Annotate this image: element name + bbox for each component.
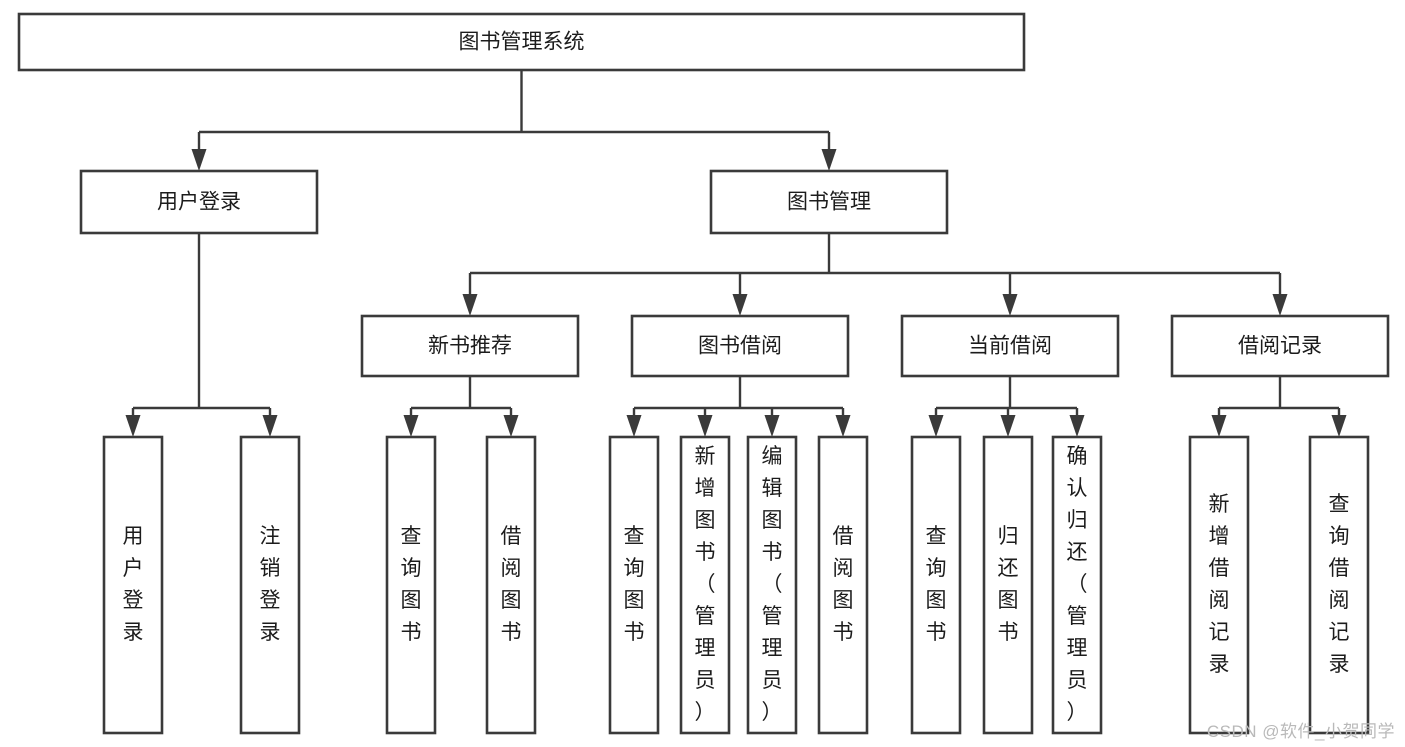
node-label-user-login: 用户登录 (157, 191, 241, 214)
node-label-leaf-confirm-return: 确认归还（管理员） (1067, 445, 1088, 724)
node-label-leaf-add-book: 新增图书（管理员） (695, 445, 716, 724)
node-box-leaf-borrow-book-1 (485, 435, 537, 735)
node-borrow-record[interactable]: 借阅记录 (1170, 314, 1390, 378)
node-leaf-borrow-book-2[interactable]: 借阅图书 (817, 435, 869, 735)
node-box-book-manage (709, 169, 949, 235)
node-root[interactable]: 图书管理系统 (17, 12, 1026, 72)
node-label-borrow-record: 借阅记录 (1238, 335, 1322, 358)
node-label-leaf-query-book-2: 查询图书 (624, 525, 645, 644)
node-label-current-borrow: 当前借阅 (968, 335, 1052, 358)
node-leaf-add-record[interactable]: 新增借阅记录 (1188, 435, 1250, 735)
node-label-leaf-query-book-1: 查询图书 (401, 525, 422, 644)
node-box-leaf-query-record (1308, 435, 1370, 735)
node-box-leaf-query-book-2 (608, 435, 660, 735)
node-leaf-borrow-book-1[interactable]: 借阅图书 (485, 435, 537, 735)
node-leaf-query-record[interactable]: 查询借阅记录 (1308, 435, 1370, 735)
node-layer: 图书管理系统用户登录图书管理新书推荐图书借阅当前借阅借阅记录用户登录注销登录查询… (17, 12, 1390, 735)
connector-group-borrow-record (1211, 376, 1347, 437)
node-label-leaf-borrow-book-1: 借阅图书 (501, 525, 522, 644)
node-label-leaf-logout: 注销登录 (260, 525, 281, 644)
node-label-new-book-rec: 新书推荐 (428, 335, 512, 358)
node-new-book-rec[interactable]: 新书推荐 (360, 314, 580, 378)
node-label-leaf-borrow-book-2: 借阅图书 (833, 525, 854, 644)
connector-group-book-borrow (626, 376, 851, 437)
node-box-user-login (79, 169, 319, 235)
connector-group-new-book-rec (403, 376, 519, 437)
node-box-leaf-edit-book (746, 435, 798, 735)
node-label-leaf-query-book-3: 查询图书 (926, 525, 947, 644)
node-user-login[interactable]: 用户登录 (79, 169, 319, 235)
node-leaf-add-book[interactable]: 新增图书（管理员） (679, 435, 731, 735)
node-box-leaf-return-book (982, 435, 1034, 735)
node-leaf-query-book-3[interactable]: 查询图书 (910, 435, 962, 735)
connector-group-user-login (125, 233, 278, 437)
node-leaf-return-book[interactable]: 归还图书 (982, 435, 1034, 735)
node-box-leaf-add-record (1188, 435, 1250, 735)
node-box-leaf-borrow-book-2 (817, 435, 869, 735)
connector-group-root (191, 70, 837, 171)
watermark-text: CSDN @软件_小贺同学 (1206, 722, 1395, 741)
node-label-leaf-return-book: 归还图书 (998, 525, 1019, 644)
node-label-leaf-query-record: 查询借阅记录 (1329, 493, 1350, 676)
node-leaf-user-login[interactable]: 用户登录 (102, 435, 164, 735)
node-book-borrow[interactable]: 图书借阅 (630, 314, 850, 378)
node-box-new-book-rec (360, 314, 580, 378)
node-book-manage[interactable]: 图书管理 (709, 169, 949, 235)
node-box-leaf-add-book (679, 435, 731, 735)
node-label-root: 图书管理系统 (459, 31, 585, 54)
node-label-leaf-edit-book: 编辑图书（管理员） (762, 445, 783, 724)
node-label-book-borrow: 图书借阅 (698, 335, 782, 358)
node-box-current-borrow (900, 314, 1120, 378)
node-label-book-manage: 图书管理 (787, 191, 871, 214)
node-leaf-query-book-1[interactable]: 查询图书 (385, 435, 437, 735)
node-box-leaf-user-login (102, 435, 164, 735)
node-leaf-confirm-return[interactable]: 确认归还（管理员） (1051, 435, 1103, 735)
node-leaf-logout[interactable]: 注销登录 (239, 435, 301, 735)
node-box-borrow-record (1170, 314, 1390, 378)
node-box-leaf-query-book-1 (385, 435, 437, 735)
node-box-leaf-confirm-return (1051, 435, 1103, 735)
node-leaf-query-book-2[interactable]: 查询图书 (608, 435, 660, 735)
connector-layer (125, 70, 1347, 437)
node-box-book-borrow (630, 314, 850, 378)
node-box-leaf-query-book-3 (910, 435, 962, 735)
connector-group-current-borrow (928, 376, 1085, 437)
node-current-borrow[interactable]: 当前借阅 (900, 314, 1120, 378)
node-label-leaf-add-record: 新增借阅记录 (1209, 493, 1230, 676)
node-box-root (17, 12, 1026, 72)
node-label-leaf-user-login: 用户登录 (123, 525, 144, 644)
node-leaf-edit-book[interactable]: 编辑图书（管理员） (746, 435, 798, 735)
connector-group-book-manage (462, 233, 1288, 316)
node-box-leaf-logout (239, 435, 301, 735)
